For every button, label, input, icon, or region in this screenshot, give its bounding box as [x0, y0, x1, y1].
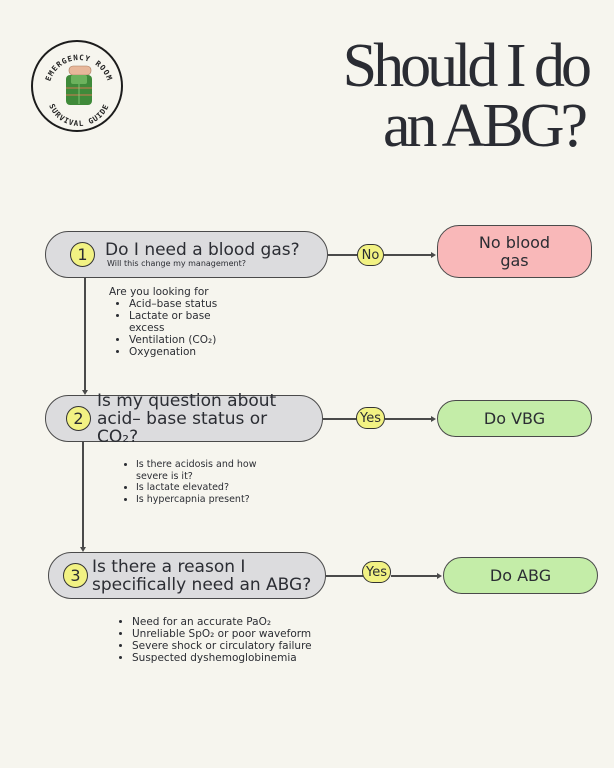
result-no-blood-gas: No blood gas [437, 225, 592, 278]
logo-badge: EMERGENCY ROOM SURVIVAL GUIDE [31, 40, 123, 132]
arrow-down-icon [82, 390, 88, 395]
note-item: Oxygenation [129, 346, 269, 358]
step-2-notes: Is there acidosis and how severe is it? … [116, 459, 276, 505]
connector-line [385, 418, 432, 420]
connector-line [82, 442, 84, 547]
question-1-subtitle: Will this change my management? [107, 258, 246, 268]
result-do-vbg: Do VBG [437, 400, 592, 437]
connector-line [391, 575, 438, 577]
note-item: Is hypercapnia present? [136, 494, 276, 506]
question-2-node: 2 Is my question about acid– base status… [45, 392, 323, 446]
connector-line [323, 418, 357, 420]
title-line-1: Should I do [342, 32, 592, 100]
note-item: Unreliable SpO₂ or poor waveform [132, 628, 352, 640]
question-3-text: Is there a reason I specifically need an… [92, 556, 312, 595]
step-1-notes: Are you looking for Acid–base status Lac… [109, 286, 269, 358]
note-item: Ventilation (CO₂) [129, 334, 269, 346]
arrow-right-icon [431, 252, 436, 258]
note-item: Acid–base status [129, 298, 269, 310]
connector-line [384, 254, 432, 256]
step-number-3: 3 [63, 563, 88, 588]
logo-graphic: EMERGENCY ROOM SURVIVAL GUIDE [44, 53, 114, 128]
backpack-icon [66, 65, 92, 105]
note-item: Is lactate elevated? [136, 482, 276, 494]
page-title: Should I do an ABG? [342, 32, 592, 160]
title-line-2: an ABG? [382, 92, 588, 160]
connector-line [84, 278, 86, 390]
connector-line [328, 254, 357, 256]
arrow-down-icon [80, 547, 86, 552]
note-item: Suspected dyshemoglobinemia [132, 652, 352, 664]
branch-label-yes: Yes [356, 407, 385, 429]
result-do-abg: Do ABG [443, 557, 598, 594]
step-number-2: 2 [66, 406, 91, 431]
branch-label-no: No [357, 244, 384, 266]
arrow-right-icon [437, 573, 442, 579]
question-1-node: 1 Do I need a blood gas? Will this chang… [45, 231, 328, 278]
step-3-notes: Need for an accurate PaO₂ Unreliable SpO… [112, 616, 352, 664]
arrow-right-icon [431, 416, 436, 422]
note-item: Need for an accurate PaO₂ [132, 616, 352, 628]
connector-line [326, 575, 363, 577]
question-2-text: Is my question about acid– base status o… [97, 390, 277, 447]
logo-bottom-text: SURVIVAL GUIDE [47, 102, 110, 128]
question-1-text: Do I need a blood gas? [105, 239, 300, 260]
note-item: Lactate or base excess [129, 310, 239, 334]
branch-label-yes: Yes [362, 561, 391, 583]
note-item: Is there acidosis and how severe is it? [136, 459, 276, 482]
notes-intro: Are you looking for [109, 286, 209, 298]
step-number-1: 1 [70, 242, 95, 267]
svg-text:SURVIVAL GUIDE: SURVIVAL GUIDE [47, 102, 111, 128]
question-3-node: 3 Is there a reason I specifically need … [48, 552, 326, 599]
note-item: Severe shock or circulatory failure [132, 640, 352, 652]
